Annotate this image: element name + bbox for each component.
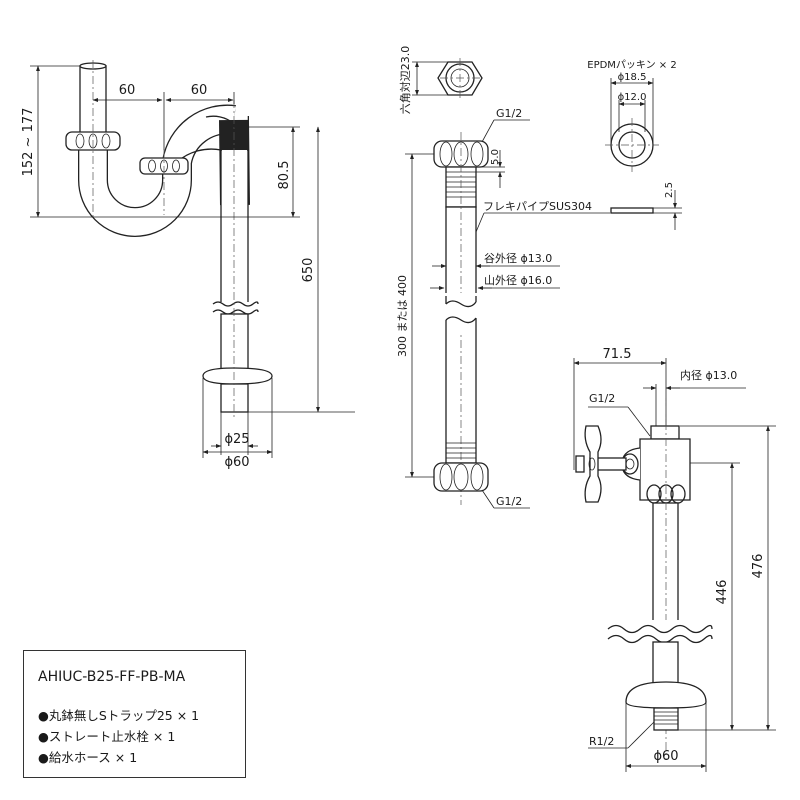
product-model: AHIUC-B25-FF-PB-MA [38, 669, 186, 685]
trap-dim-width-left: 60 [119, 83, 136, 98]
trap-dim-total: 650 [301, 258, 316, 283]
trap-dim-pipe-dia: ϕ25 [224, 432, 249, 447]
packing-side-view [610, 207, 654, 214]
packing-title: EPDMパッキン × 2 [587, 59, 676, 71]
trap-dim-seal: 80.5 [277, 161, 292, 190]
product-info-box: AHIUC-B25-FF-PB-MA ●丸鉢無しSトラップ25 × 1 ●ストレ… [23, 650, 246, 778]
valve-thread-in: G1/2 [589, 392, 615, 405]
stop-valve-drawing: 71.5 内径 ϕ13.0 G1/2 [573, 347, 776, 772]
list-item: ●ストレート止水栓 × 1 [38, 729, 176, 744]
trap-dim-height-range: 152 ~ 177 [21, 108, 36, 177]
valve-dim-446: 446 [715, 580, 730, 605]
list-item: ●丸鉢無しSトラップ25 × 1 [38, 708, 200, 723]
trap-dim-width-right: 60 [191, 83, 208, 98]
packing-inner-dia: ϕ12.0 [618, 92, 647, 103]
flex-hose-drawing: 六角対辺23.0 G1/2 G1/2 5 [396, 46, 610, 509]
valve-handle [584, 425, 602, 503]
list-item: ●給水ホース × 1 [38, 750, 138, 765]
hose-material: フレキパイプSUS304 [483, 200, 592, 213]
valve-flange [625, 681, 707, 709]
trap-downpipe [220, 149, 249, 311]
trap-dim-flange-dia: ϕ60 [224, 455, 249, 470]
valve-inner-dia: 内径 ϕ13.0 [680, 368, 737, 382]
hose-dim-5: 5.0 [490, 149, 501, 165]
valve-flange-dia: ϕ60 [653, 749, 678, 764]
valve-thread-out: R1/2 [589, 735, 614, 748]
product-contents-list: ●丸鉢無しSトラップ25 × 1 ●ストレート止水栓 × 1 ●給水ホース × … [38, 705, 199, 768]
valve-inlet [650, 425, 680, 440]
hose-hex-size: 六角対辺23.0 [398, 46, 412, 115]
hose-thread-top: G1/2 [496, 107, 522, 120]
hose-valley-od: 谷外径 ϕ13.0 [484, 252, 552, 265]
trap-flange [202, 367, 273, 385]
hose-peak-od: 山外径 ϕ16.0 [484, 274, 552, 287]
hose-length: 300 または 400 [396, 275, 409, 357]
packing-outer-dia: ϕ18.5 [618, 72, 647, 83]
hose-thread-bottom: G1/2 [496, 495, 522, 508]
s-trap-drawing: 60 60 152 ~ 177 80.5 650 ϕ25 ϕ60 [21, 60, 355, 470]
packing-thickness: 2.5 [664, 182, 675, 198]
valve-pipe [652, 502, 679, 624]
valve-dim-476: 476 [751, 554, 766, 579]
valve-dim-71-5: 71.5 [603, 347, 632, 362]
packing-drawing: EPDMパッキン × 2 ϕ18.5 ϕ12.0 2.5 [587, 59, 682, 230]
